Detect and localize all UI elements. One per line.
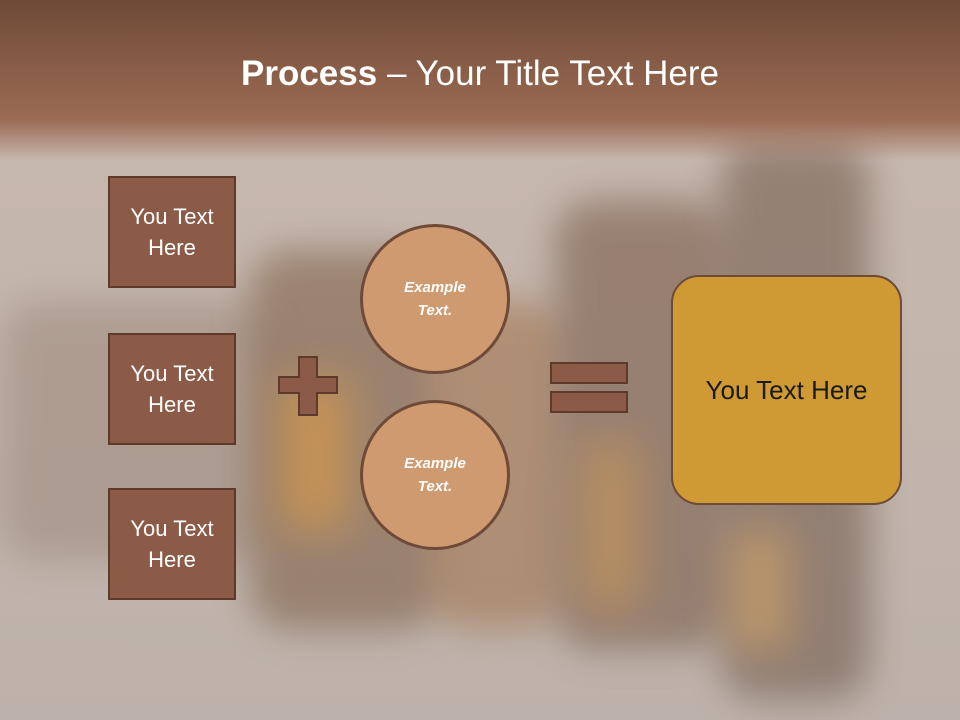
background-glow [580,440,640,610]
example-circle-1[interactable]: Example Text. [360,224,510,374]
result-box[interactable]: You Text Here [671,275,902,505]
title-rest: – Your Title Text Here [377,54,719,93]
title-band [0,0,960,160]
title-bold: Process [241,54,378,93]
text-box-label: You Text Here [130,361,214,417]
background-glow [730,530,790,650]
text-box-label: You Text Here [130,516,214,572]
slide-title[interactable]: Process – Your Title Text Here [0,52,960,96]
text-box-label: You Text Here [130,204,214,260]
circle-label: Example Text. [404,279,466,319]
example-circle-2[interactable]: Example Text. [360,400,510,550]
text-box-1[interactable]: You Text Here [108,176,236,288]
result-label: You Text Here [705,374,868,405]
text-box-2[interactable]: You Text Here [108,333,236,445]
text-box-3[interactable]: You Text Here [108,488,236,600]
circle-label: Example Text. [404,455,466,495]
